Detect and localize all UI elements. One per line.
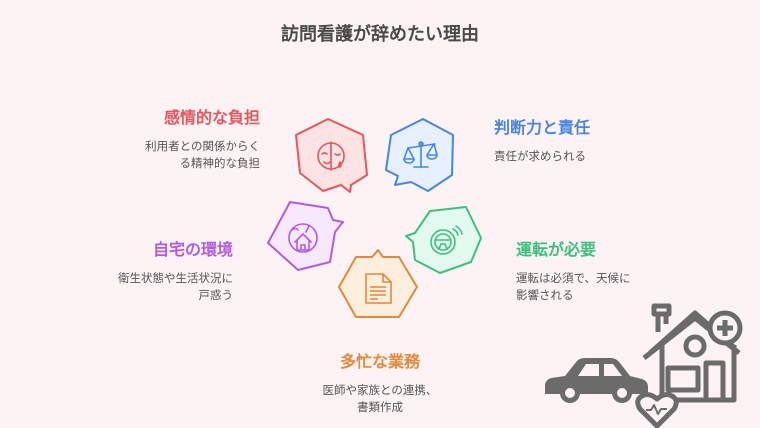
item-busy: 多忙な業務 医師や家族との連携、書類作成 bbox=[290, 348, 470, 416]
page-title: 訪問看護が辞めたい理由 bbox=[281, 24, 479, 45]
document-icon bbox=[365, 273, 392, 304]
item-home: 自宅の環境 衛生状態や生活状況に戸惑う bbox=[60, 236, 233, 304]
house-globe-icon bbox=[288, 223, 318, 253]
hex-busy bbox=[338, 249, 418, 318]
heading-home: 自宅の環境 bbox=[152, 240, 233, 259]
desc-line1: 医師や家族との連携、 bbox=[322, 383, 438, 397]
desc-line2: 戸惑う bbox=[198, 288, 234, 302]
item-emotional: 感情的な負担 利用者との関係からくる精神的な負担 bbox=[100, 104, 260, 172]
mask-tears-icon bbox=[317, 141, 345, 171]
hex-judgment bbox=[385, 118, 454, 192]
item-driving: 運転が必要 運転は必須で、天候に影響される bbox=[516, 236, 696, 304]
steering-wheel-icon bbox=[430, 225, 463, 255]
heading-emotional: 感情的な負担 bbox=[163, 108, 260, 127]
hex-driving bbox=[405, 206, 482, 274]
desc-line2: 書類作成 bbox=[357, 400, 403, 414]
hex-emotional bbox=[295, 118, 368, 193]
home-care-house-icon bbox=[635, 303, 743, 428]
heading-driving: 運転が必要 bbox=[516, 240, 597, 259]
desc-line1: 責任が求められる bbox=[494, 149, 586, 163]
heading-judgment: 判断力と責任 bbox=[494, 118, 591, 137]
desc-line1: 運転は必須で、天候に bbox=[516, 271, 631, 285]
scales-icon bbox=[403, 141, 438, 168]
desc-line1: 利用者との関係からく bbox=[145, 139, 260, 153]
desc-line2: る精神的な負担 bbox=[179, 156, 261, 170]
car-icon bbox=[545, 358, 648, 403]
item-judgment: 判断力と責任 責任が求められる bbox=[494, 114, 694, 165]
home-care-illustration bbox=[545, 303, 743, 428]
hex-home bbox=[267, 201, 344, 271]
heading-busy: 多忙な業務 bbox=[339, 352, 420, 371]
desc-line2: 影響される bbox=[516, 288, 574, 302]
desc-line1: 衛生状態や生活状況に bbox=[118, 271, 233, 285]
